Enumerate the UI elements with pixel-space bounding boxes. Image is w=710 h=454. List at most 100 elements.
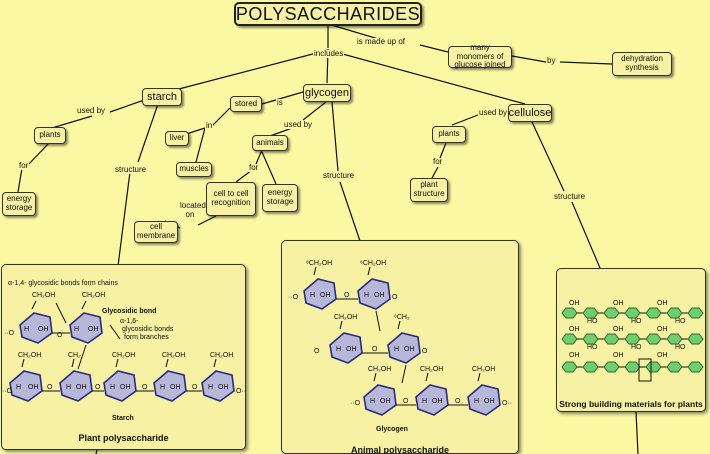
svg-text:OH: OH — [613, 300, 624, 307]
svg-text:H: H — [24, 326, 29, 333]
glucose-ring — [582, 333, 599, 345]
liver-text: liver — [169, 133, 185, 143]
plants-cellulose-text: plants — [438, 129, 460, 139]
svg-text:H: H — [66, 384, 71, 391]
energy-storage-plants-node[interactable]: energy storage — [2, 192, 36, 216]
svg-text:HO: HO — [587, 318, 598, 325]
svg-text:OH: OH — [346, 346, 357, 353]
stored-node[interactable]: stored — [230, 96, 262, 112]
svg-text:OH: OH — [404, 346, 415, 353]
link-structure-cellulose: structure — [553, 192, 587, 201]
liver-node[interactable]: liver — [165, 131, 189, 146]
muscles-text: muscles — [179, 164, 209, 174]
svg-text:⁶CH₂OH: ⁶CH₂OH — [360, 260, 386, 267]
svg-text:H: H — [336, 346, 341, 353]
svg-text:CH₂OH: CH₂OH — [112, 352, 135, 359]
glucose-ring — [666, 307, 683, 319]
link-is-made-up-of: is made up of — [356, 37, 407, 46]
glucose-ring — [624, 333, 641, 345]
link-located-on: located on — [179, 201, 206, 220]
svg-text:OH: OH — [569, 326, 580, 333]
svg-text:H: H — [474, 398, 479, 405]
svg-text:OH: OH — [484, 398, 495, 405]
title-node[interactable]: POLYSACCHARIDES — [234, 2, 422, 26]
svg-text:OH: OH — [120, 384, 131, 391]
starch-text: starch — [147, 90, 177, 103]
svg-text:··O: ··O — [288, 294, 299, 301]
svg-text:O: O — [372, 346, 378, 353]
svg-text:··O: ··O — [2, 388, 13, 395]
svg-text:O: O — [142, 384, 148, 391]
note-glycosidic-bond: Glycosidic bond — [102, 308, 156, 315]
svg-text:OH: OH — [76, 384, 87, 391]
svg-text:CH₂OH: CH₂OH — [334, 314, 357, 321]
energy-storage-animals-text: energy storage — [266, 188, 294, 206]
cellulose-node[interactable]: cellulose — [508, 104, 552, 122]
starch-node[interactable]: starch — [142, 88, 182, 106]
svg-text:OH: OH — [657, 326, 668, 333]
link-used-by-glycogen: used by — [283, 120, 314, 129]
svg-text:H: H — [370, 398, 375, 405]
svg-text:CH₂OH: CH₂OH — [368, 366, 391, 373]
svg-text:O: O — [403, 398, 409, 405]
svg-text:O: O — [392, 294, 398, 301]
link-for-glycogen: for — [248, 163, 260, 172]
muscles-node[interactable]: muscles — [176, 162, 212, 177]
stored-text: stored — [234, 98, 258, 108]
plant-structure-text: plant structure — [413, 180, 445, 198]
dehydration-text: dehydration synthesis — [621, 54, 663, 72]
link-is: is — [276, 98, 284, 107]
energy-storage-animals-node[interactable]: energy storage — [262, 184, 298, 212]
glucose-ring — [603, 333, 620, 345]
cell-membrane-node[interactable]: cell membrane — [134, 221, 178, 243]
svg-text:OH: OH — [657, 300, 668, 307]
animal-panel-caption: Animal polysaccharide — [350, 445, 450, 454]
link-structure-glycogen: structure — [322, 171, 356, 180]
cellulose-panel-caption: Strong building materials for plants — [559, 399, 703, 409]
svg-text:CH₂OH: CH₂OH — [32, 292, 55, 299]
svg-text:O··: O·· — [236, 388, 246, 395]
glucose-ring — [603, 361, 620, 373]
plant-polysaccharide-panel[interactable]: CH₂OH CH₂OH CH₂OH CH₂ CH₂OH CH₂OH CH₂OH … — [1, 264, 246, 450]
svg-text:O: O — [95, 384, 101, 391]
glucose-ring — [582, 307, 599, 319]
monomers-node[interactable]: many monomers of glucose joined — [448, 42, 512, 70]
animal-polysaccharide-panel[interactable]: ⁶CH₂OH ⁶CH₂OH CH₂OH ⁶CH₂ CH₂OH CH₂OH CH₂… — [281, 240, 519, 454]
svg-text:H: H — [208, 384, 213, 391]
svg-text:OH: OH — [657, 352, 668, 359]
svg-text:H: H — [74, 326, 79, 333]
monomers-text: many monomers of glucose joined — [454, 42, 506, 70]
glucose-ring — [645, 333, 662, 345]
svg-text:H: H — [160, 384, 165, 391]
plants-starch-node[interactable]: plants — [34, 127, 66, 144]
svg-text:OH: OH — [28, 384, 39, 391]
animals-node[interactable]: animals — [252, 135, 288, 151]
svg-text:OH: OH — [569, 352, 580, 359]
note-branch-1: α-1,6- — [120, 318, 139, 325]
glucose-ring — [603, 307, 620, 319]
svg-text:CH₂OH: CH₂OH — [472, 366, 495, 373]
svg-text:··O: ··O — [4, 330, 15, 337]
svg-text:OH: OH — [380, 398, 391, 405]
dehydration-node[interactable]: dehydration synthesis — [612, 52, 672, 76]
starch-sublabel: Starch — [112, 415, 134, 422]
svg-text:OH: OH — [374, 292, 385, 299]
glucose-ring — [645, 361, 662, 373]
svg-text:CH₂OH: CH₂OH — [162, 352, 185, 359]
plant-panel-caption: Plant polysaccharide — [78, 433, 169, 443]
svg-text:⁶CH₂: ⁶CH₂ — [394, 314, 410, 321]
svg-text:H: H — [110, 384, 115, 391]
link-structure-starch: structure — [114, 165, 148, 174]
svg-text:H: H — [16, 384, 21, 391]
svg-text:O··: O·· — [502, 400, 512, 407]
plants-cellulose-node[interactable]: plants — [432, 126, 466, 143]
svg-text:H: H — [364, 292, 369, 299]
cell-recognition-node[interactable]: cell to cell recognition — [206, 182, 256, 216]
plant-structure-node[interactable]: plant structure — [410, 178, 448, 202]
title-text: POLYSACCHARIDES — [235, 3, 421, 24]
svg-text:O: O — [314, 348, 320, 355]
glycogen-node[interactable]: glycogen — [303, 84, 351, 102]
